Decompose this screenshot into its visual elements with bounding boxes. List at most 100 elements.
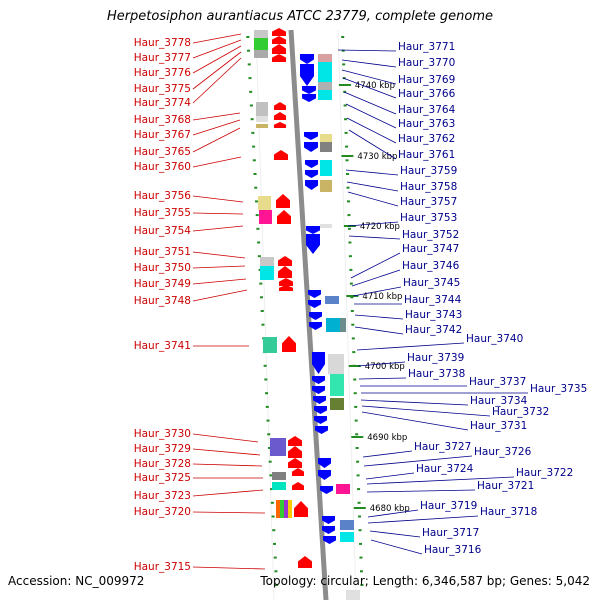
gene-feature-box	[320, 134, 332, 142]
forward-gene-arrow	[278, 256, 292, 266]
kbp-label: 4720 kbp	[360, 222, 400, 232]
right-gene-leader	[356, 342, 465, 351]
gene-feature-box	[256, 116, 268, 122]
tick-mark	[259, 282, 263, 285]
left-gene-leader	[192, 278, 247, 285]
left-gene-leader	[192, 225, 244, 232]
left-gene-leader	[192, 51, 242, 90]
right-gene-leader	[366, 489, 476, 493]
right-gene-leader	[345, 169, 399, 176]
right-gene-label: Haur_3738	[408, 368, 465, 380]
tick-mark	[358, 515, 362, 518]
left-gene-label: Haur_3754	[134, 225, 192, 237]
tick-mark	[272, 529, 276, 532]
gene-feature-box	[330, 374, 344, 396]
left-gene-label: Haur_3751	[134, 246, 191, 258]
gene-feature-box	[288, 500, 292, 518]
tick-mark	[252, 145, 256, 148]
reverse-gene-arrow	[300, 54, 314, 64]
forward-gene-arrow	[288, 446, 302, 458]
tick-mark	[346, 200, 350, 203]
tick-mark	[345, 159, 349, 162]
gene-feature-box	[320, 142, 332, 152]
right-gene-label: Haur_3722	[516, 467, 573, 479]
left-gene-leader	[192, 289, 248, 302]
forward-gene-arrow	[274, 122, 286, 128]
reverse-gene-arrow	[309, 322, 322, 330]
tick-mark	[257, 241, 261, 244]
forward-gene-arrow	[274, 102, 286, 110]
right-gene-leader	[354, 326, 404, 335]
right-gene-label: Haur_3762	[398, 133, 455, 145]
left-gene-label: Haur_3756	[134, 190, 192, 202]
left-gene-label: Haur_3728	[134, 458, 191, 470]
right-gene-label: Haur_3744	[404, 294, 462, 306]
reverse-gene-arrow	[306, 226, 320, 234]
gene-feature-box	[263, 337, 277, 353]
left-gene-leader	[192, 112, 241, 121]
right-gene-leader	[354, 314, 404, 320]
tick-mark	[343, 104, 347, 107]
left-gene-leader	[192, 57, 242, 104]
right-gene-label: Haur_3737	[469, 376, 526, 388]
gene-feature-box	[258, 196, 271, 210]
gene-feature-box	[280, 500, 284, 518]
tick-mark	[265, 405, 269, 408]
right-gene-label: Haur_3739	[407, 352, 464, 364]
reverse-gene-arrow	[320, 486, 333, 494]
right-gene-label: Haur_3719	[420, 500, 477, 512]
tick-mark	[255, 214, 259, 217]
forward-gene-arrow	[294, 501, 308, 517]
right-gene-label: Haur_3726	[474, 446, 532, 458]
left-gene-label: Haur_3749	[134, 278, 191, 290]
gene-feature-box	[272, 472, 286, 480]
gene-feature-box	[254, 38, 268, 50]
right-gene-label: Haur_3721	[477, 480, 534, 492]
right-gene-label: Haur_3747	[402, 243, 459, 255]
right-gene-label: Haur_3770	[398, 57, 455, 69]
genome-title: Herpetosiphon aurantiacus ATCC 23779, co…	[106, 9, 494, 24]
reverse-gene-arrow	[314, 416, 327, 424]
gene-feature-box	[328, 354, 344, 374]
forward-gene-arrow	[282, 336, 296, 352]
right-gene-leader	[347, 221, 399, 227]
gene-feature-box	[330, 398, 344, 410]
right-gene-label: Haur_3764	[398, 104, 456, 116]
left-gene-label: Haur_3729	[134, 443, 191, 455]
tick-mark	[270, 501, 274, 504]
gene-feature-box	[326, 318, 340, 332]
tick-mark	[360, 584, 364, 586]
tick-mark	[264, 378, 268, 381]
right-gene-leader	[345, 103, 397, 129]
kbp-label: 4690 kbp	[367, 433, 407, 443]
left-gene-leader	[192, 212, 244, 215]
tick-mark	[345, 145, 349, 148]
left-gene-label: Haur_3774	[134, 97, 192, 109]
right-gene-label: Haur_3752	[402, 229, 459, 241]
right-gene-leader	[341, 69, 397, 85]
right-gene-leader	[341, 59, 397, 68]
gene-feature-box	[276, 500, 280, 518]
tick-mark	[355, 433, 359, 436]
accession-label: Accession: NC_009972	[8, 574, 145, 588]
forward-gene-arrow	[277, 210, 291, 224]
tick-mark	[263, 364, 267, 367]
track-guide-line	[337, 29, 357, 600]
right-gene-leader	[351, 269, 401, 287]
reverse-gene-arrow	[312, 386, 325, 394]
reverse-gene-arrow	[312, 376, 325, 384]
left-gene-leader	[192, 448, 261, 456]
left-gene-label: Haur_3776	[134, 67, 192, 79]
right-gene-leader	[362, 450, 413, 458]
tick-mark	[349, 282, 353, 285]
tick-mark	[351, 323, 355, 326]
tick-mark	[256, 227, 260, 230]
tick-mark	[356, 474, 360, 477]
forward-gene-arrow	[278, 266, 292, 278]
left-gene-leader	[192, 39, 242, 59]
reverse-gene-arrow	[304, 142, 318, 152]
tick-mark	[352, 351, 356, 354]
tick-mark	[247, 49, 251, 52]
right-gene-leader	[361, 411, 469, 431]
tick-mark	[353, 378, 357, 381]
